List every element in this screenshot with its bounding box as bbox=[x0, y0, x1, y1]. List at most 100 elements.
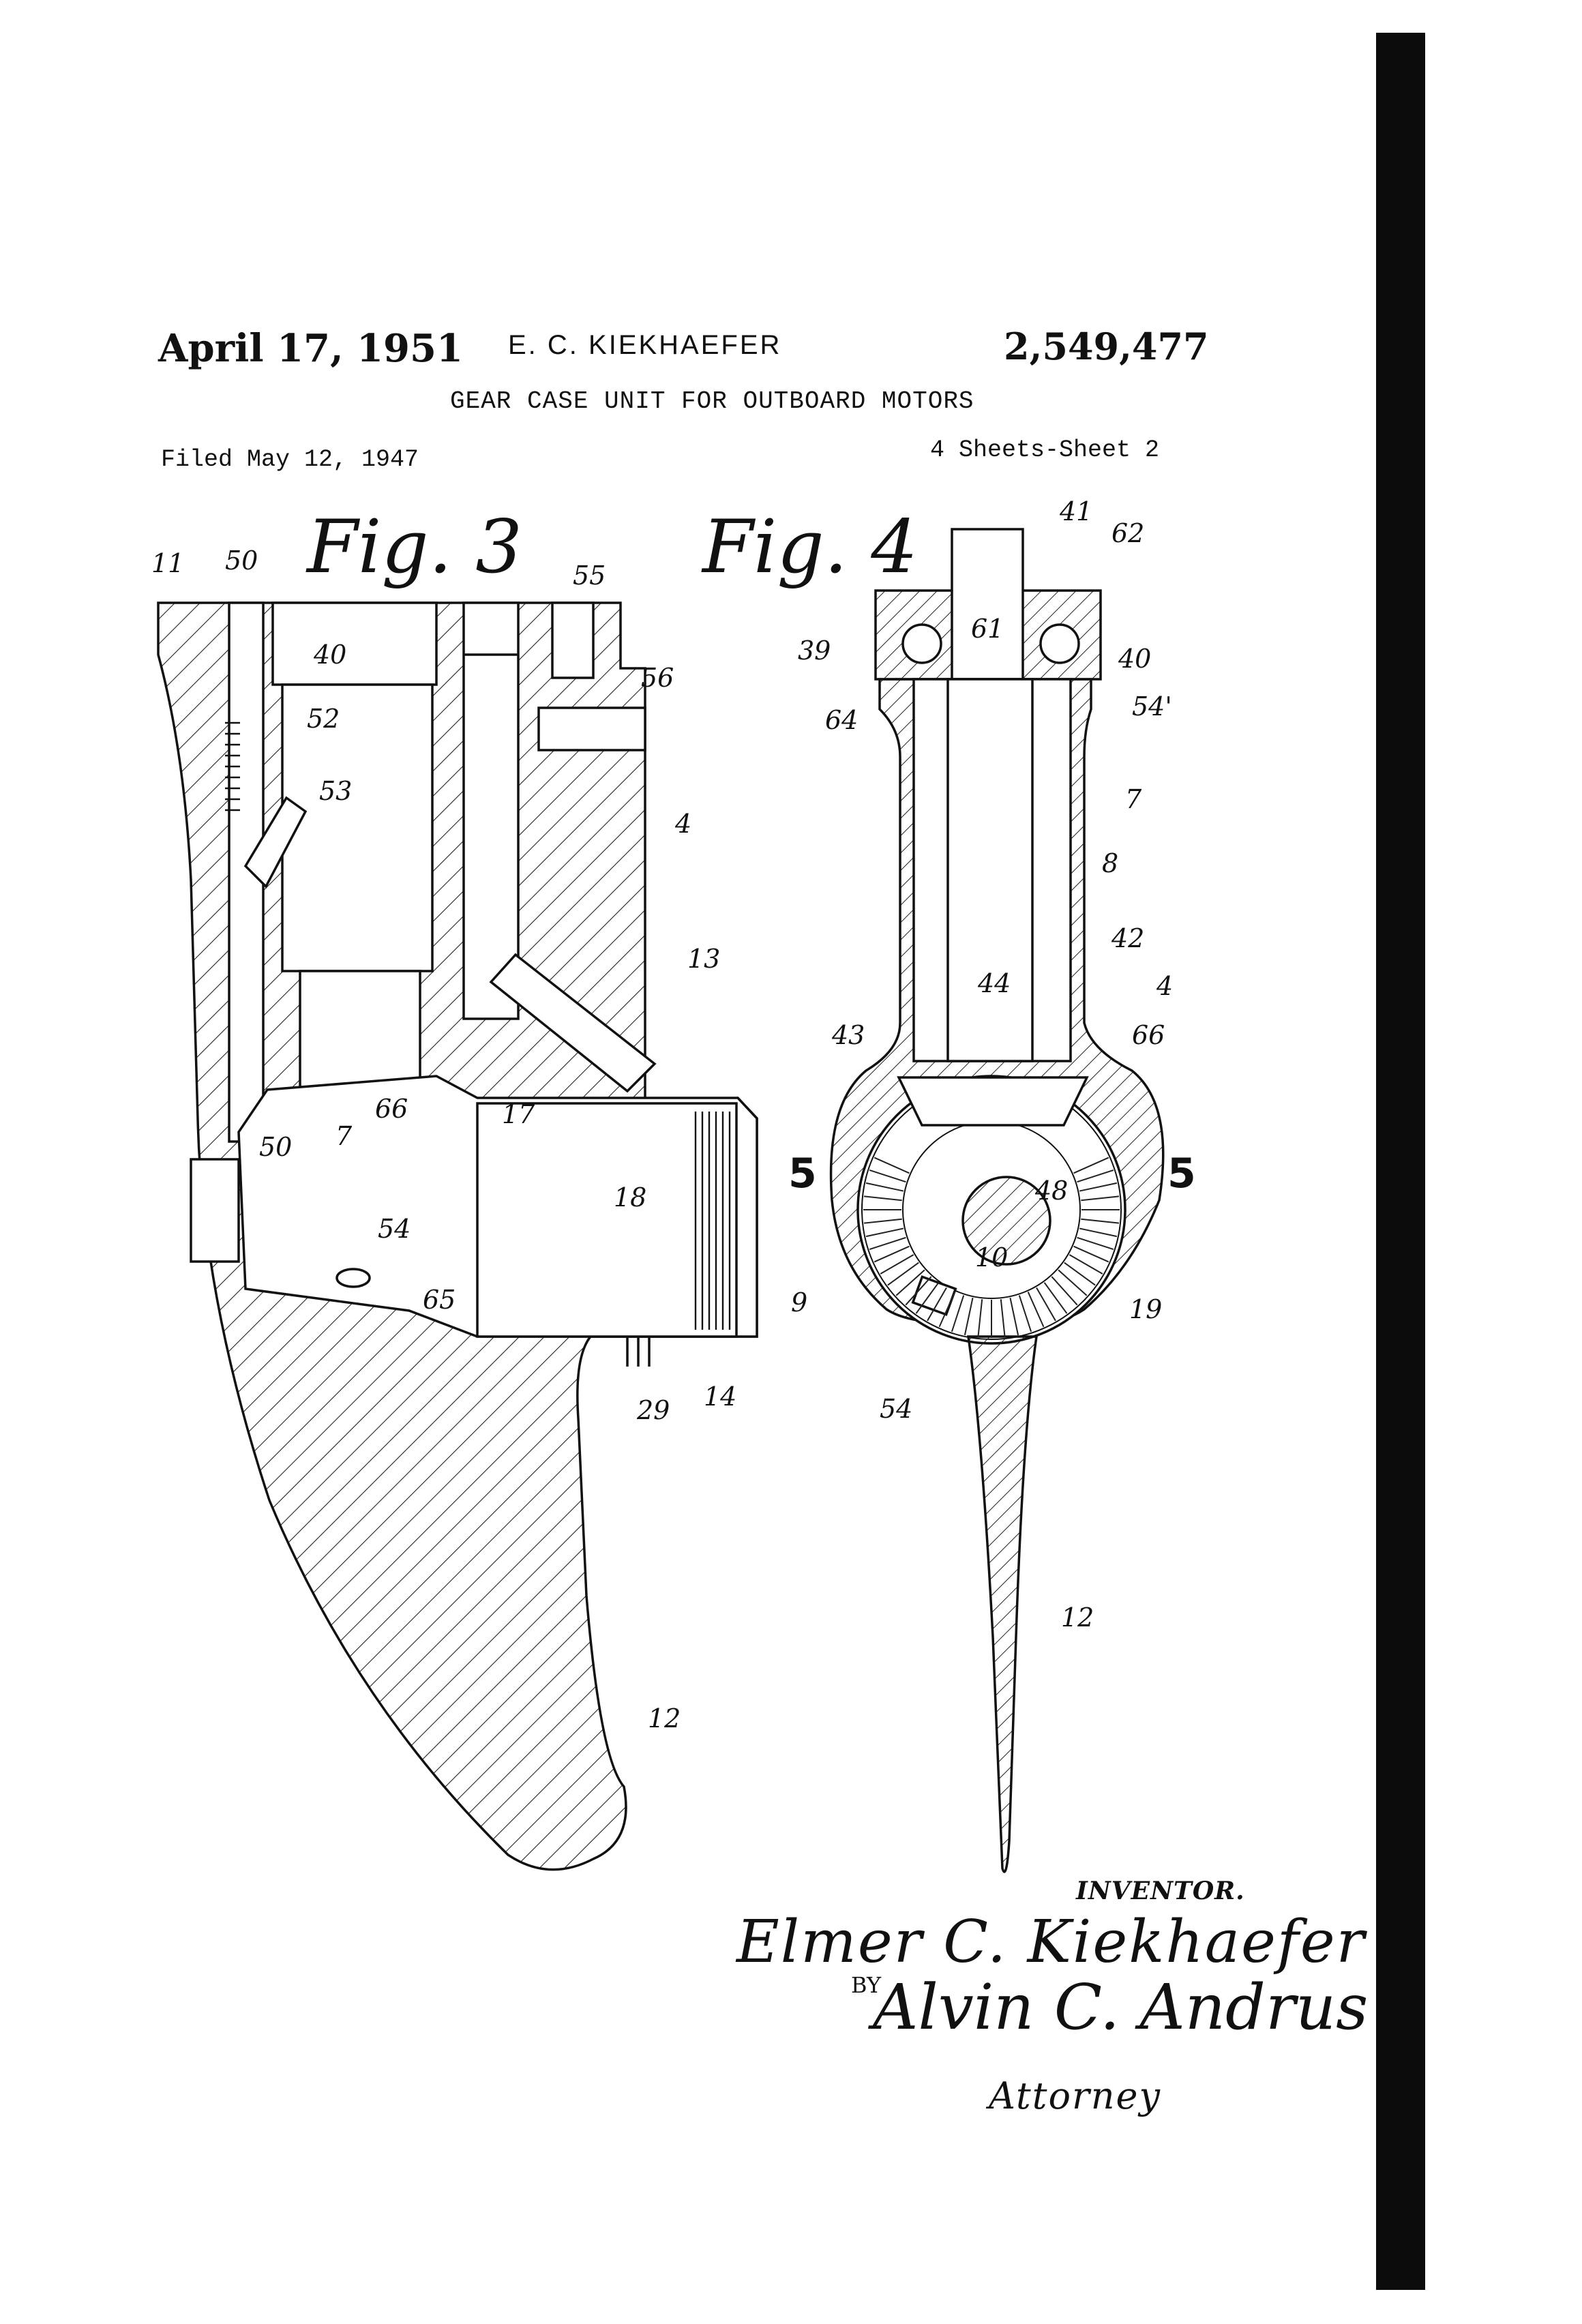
gear-tooth-line bbox=[1058, 1269, 1088, 1296]
patent-date: April 17, 1951 bbox=[158, 326, 463, 371]
patent-number: 2,549,477 bbox=[1004, 325, 1209, 368]
fig4-ref: 66 bbox=[1132, 1020, 1165, 1050]
gear-tooth-line bbox=[1000, 1299, 1006, 1338]
fig3-bore-50 bbox=[228, 601, 265, 1143]
sheet-count: 4 Sheets-Sheet 2 bbox=[930, 436, 1160, 464]
gear-tooth-line bbox=[1081, 1195, 1120, 1202]
fig3-ref: 54 bbox=[378, 1214, 411, 1244]
fig3-ref: 65 bbox=[423, 1285, 456, 1315]
fig4-ref: 41 bbox=[1060, 496, 1093, 526]
gear-tooth-line bbox=[1036, 1287, 1056, 1322]
inventor-label: INVENTOR. bbox=[1076, 1877, 1245, 1905]
gear-tooth-line bbox=[887, 1262, 919, 1286]
patent-title: GEAR CASE UNIT FOR OUTBOARD MOTORS bbox=[450, 387, 974, 415]
gear-tooth-line bbox=[938, 1292, 956, 1328]
fig3-passage bbox=[462, 601, 520, 1020]
fig3-bore-55 bbox=[551, 601, 595, 679]
fig3-ref: 11 bbox=[151, 548, 185, 578]
fig3-ref: 17 bbox=[502, 1099, 535, 1129]
fig3-passage-53 bbox=[243, 796, 308, 889]
fig3-bore-lower bbox=[299, 970, 421, 1095]
gear-tooth-line bbox=[1081, 1218, 1120, 1224]
gear-tooth-line bbox=[905, 1276, 932, 1306]
fig4-drawing bbox=[829, 528, 1165, 1873]
gear-tooth-line bbox=[880, 1254, 914, 1275]
gear-tooth-line bbox=[927, 1287, 947, 1322]
fig4-shaft-8 bbox=[946, 678, 1034, 1062]
fig3-ref: 13 bbox=[687, 944, 721, 974]
gear-tooth-line bbox=[1073, 1245, 1109, 1263]
gear-tooth-line bbox=[915, 1282, 940, 1314]
fig3-ref: 50 bbox=[225, 546, 258, 576]
fig3-bore-mid bbox=[281, 683, 434, 972]
gear-tooth-line bbox=[1009, 1297, 1019, 1336]
section-mark-left: 5 bbox=[788, 1150, 817, 1197]
fig4-ref: 44 bbox=[978, 968, 1011, 998]
fig3-ref: 40 bbox=[314, 640, 347, 670]
fig3-ref: 9 bbox=[791, 1287, 808, 1317]
by-label: BY bbox=[851, 1972, 882, 1998]
gear-tooth-line bbox=[865, 1182, 904, 1192]
fig4-ref: 4 bbox=[1156, 971, 1174, 1001]
fig4-ball-right bbox=[1039, 623, 1080, 664]
fig3-threads bbox=[694, 1112, 731, 1330]
gear-tooth-line bbox=[1051, 1276, 1078, 1306]
fig3-hole-54 bbox=[335, 1268, 371, 1288]
fig4-shaft-10 bbox=[961, 1176, 1051, 1266]
gear-tooth-line bbox=[977, 1299, 983, 1338]
fig3-ref: 66 bbox=[375, 1094, 408, 1124]
fig4-ref: 12 bbox=[1061, 1603, 1094, 1633]
fig4-shaft-top bbox=[951, 528, 1024, 681]
fig4-ref: 42 bbox=[1111, 923, 1145, 953]
fig4-ref: 8 bbox=[1102, 848, 1119, 878]
inventor-signature: Elmer C. Kiekhaefer bbox=[736, 1908, 1366, 1976]
fig4-ref: 54' bbox=[1132, 691, 1172, 721]
fig3-ref: 7 bbox=[335, 1121, 353, 1151]
fig4-ball-left bbox=[901, 623, 942, 664]
fig3-boss bbox=[190, 1158, 240, 1263]
fig4-ref: 64 bbox=[825, 705, 859, 735]
fig3-ref: 14 bbox=[704, 1382, 737, 1412]
gear-tooth-line bbox=[863, 1195, 902, 1202]
filed-date: Filed May 12, 1947 bbox=[161, 446, 419, 473]
fig3-ref: 50 bbox=[259, 1132, 293, 1162]
gear-tooth-line bbox=[874, 1157, 910, 1174]
fig4-pinion bbox=[897, 1076, 1089, 1127]
gear-tooth-line bbox=[895, 1269, 925, 1296]
fig3-ref: 55 bbox=[573, 561, 606, 591]
section-mark-right: 5 bbox=[1167, 1150, 1196, 1197]
fig4-ref: 19 bbox=[1129, 1294, 1163, 1324]
gear-tooth-line bbox=[1073, 1157, 1109, 1174]
gear-tooth-line bbox=[1064, 1262, 1096, 1286]
gear-tooth-line bbox=[1069, 1254, 1103, 1275]
fig4-ref: 54 bbox=[880, 1394, 913, 1424]
fig3-threads-52 bbox=[225, 721, 240, 811]
gear-tooth-line bbox=[869, 1236, 906, 1251]
fig4-ref: 43 bbox=[832, 1020, 865, 1050]
fig3-ref: 56 bbox=[641, 663, 674, 693]
gear-tooth-line bbox=[951, 1295, 965, 1332]
fig4-label: Fig. 4 bbox=[702, 505, 918, 590]
gear-tooth-line bbox=[1077, 1169, 1114, 1183]
fig3-bore-upper bbox=[271, 601, 438, 686]
fig4-ref: 10 bbox=[975, 1242, 1009, 1272]
gear-tooth-line bbox=[874, 1245, 910, 1263]
gear-tooth-line bbox=[1079, 1182, 1118, 1192]
attorney-label: Attorney bbox=[989, 2074, 1162, 2117]
fig3-slot-56 bbox=[537, 706, 646, 751]
fig3-ref: 52 bbox=[307, 704, 340, 734]
gear-tooth-line bbox=[869, 1169, 906, 1183]
fig3-ref: 18 bbox=[614, 1182, 647, 1212]
fig4-ref: 62 bbox=[1111, 518, 1145, 548]
fig4-skeg bbox=[966, 1335, 1039, 1873]
fig4-ref: 61 bbox=[971, 614, 1004, 644]
attorney-signature: Alvin C. Andrus bbox=[873, 1971, 1369, 2044]
fig3-ref: 53 bbox=[319, 776, 353, 806]
gear-tooth-line bbox=[863, 1218, 902, 1224]
fig3-ref: 4 bbox=[675, 809, 692, 839]
gear-tooth-line bbox=[1077, 1236, 1114, 1251]
fig3-label: Fig. 3 bbox=[307, 505, 522, 590]
fig3-ref: 29 bbox=[637, 1395, 670, 1425]
